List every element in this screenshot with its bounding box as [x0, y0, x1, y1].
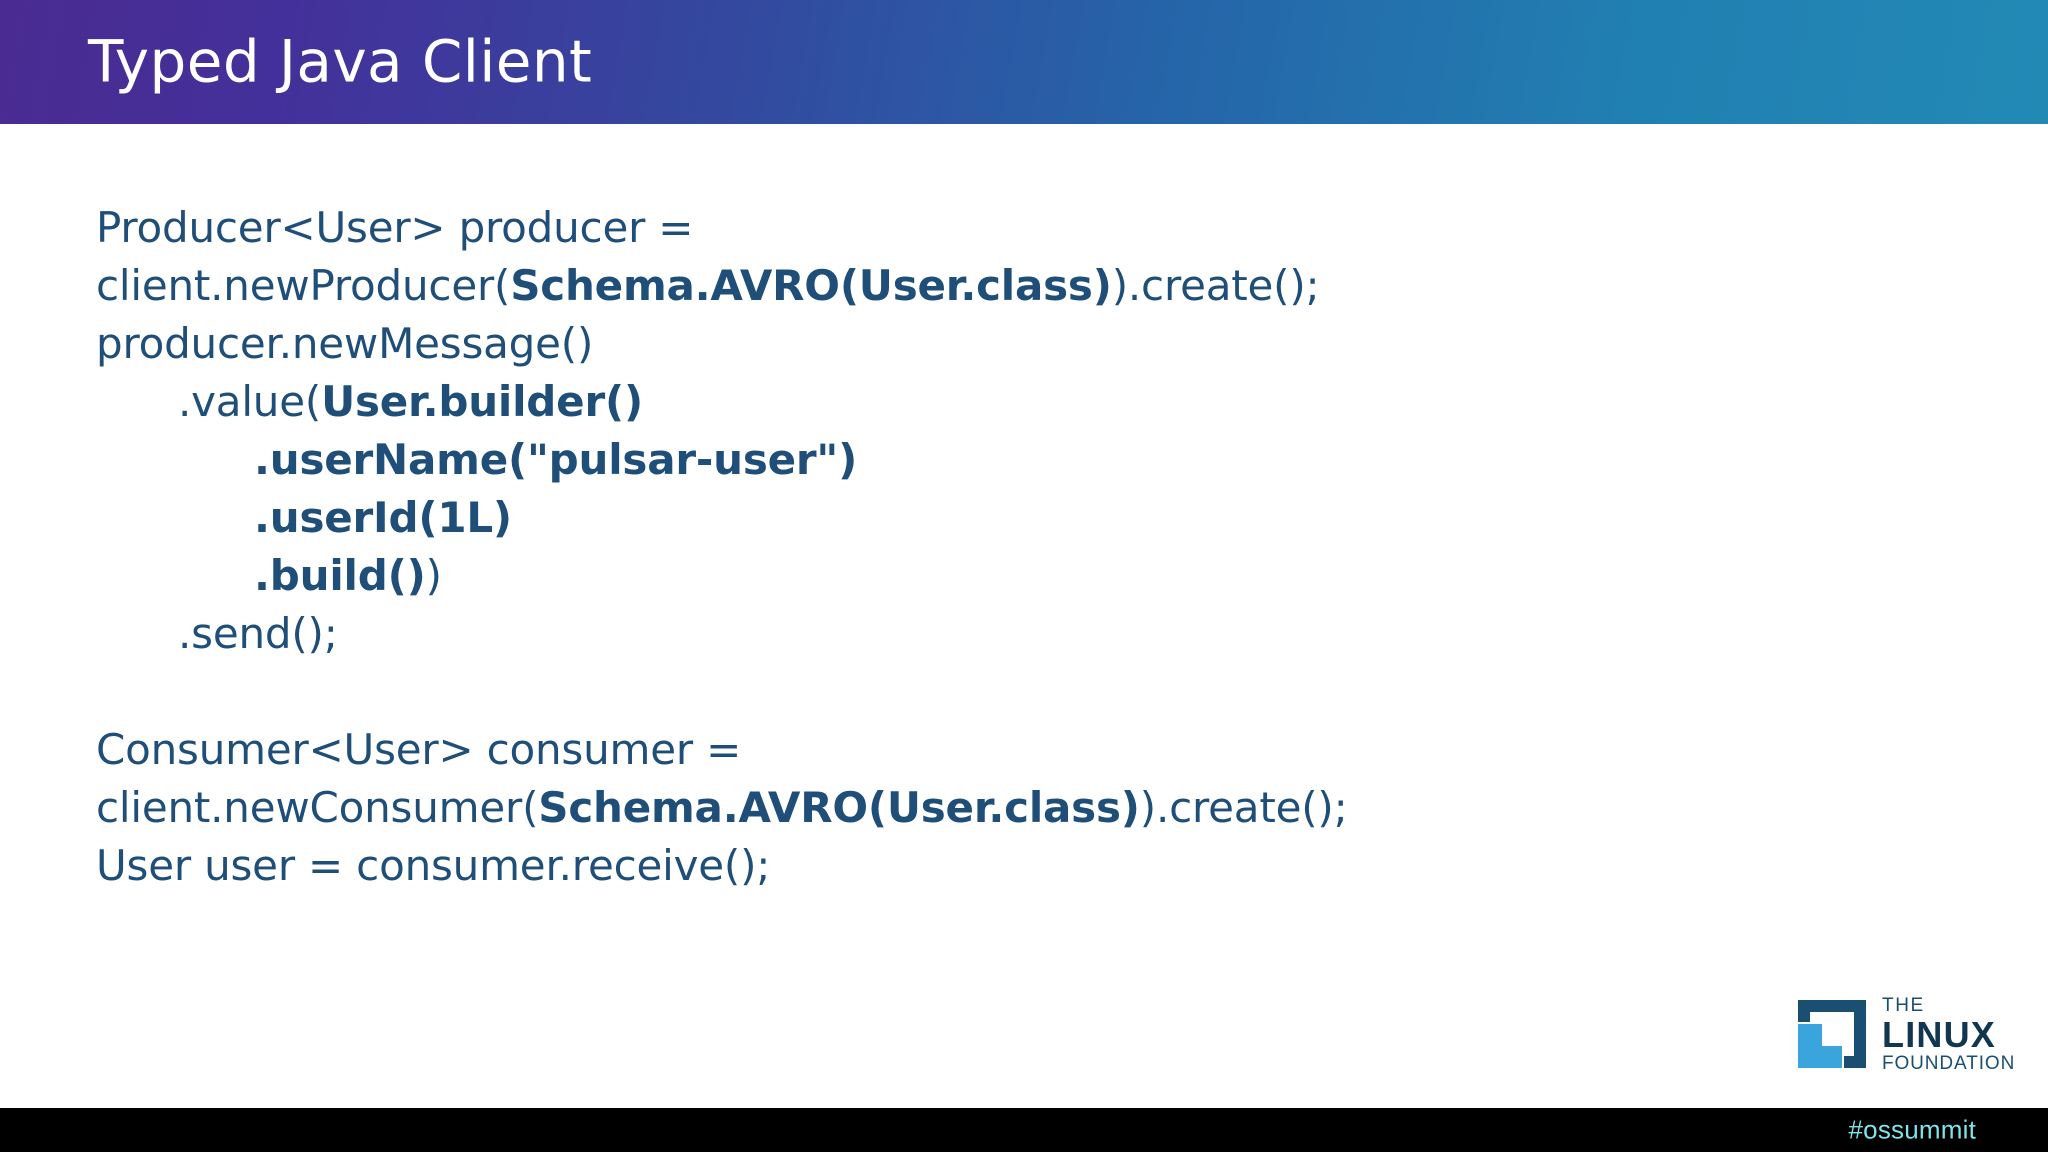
line-value-builder: .value(User.builder()	[96, 373, 1736, 431]
line-userid: .userId(1L)	[96, 489, 1736, 547]
logo-word-linux: LINUX	[1882, 1013, 1996, 1055]
code-segment-bold: .userName("pulsar-user")	[254, 435, 858, 484]
event-hashtag: #ossummit	[1848, 1114, 1976, 1145]
code-segment: Producer<User> producer = client.newProd…	[96, 203, 707, 310]
code-segment: Consumer<User> consumer = client.newCons…	[96, 725, 755, 832]
code-segment: ).create();	[1139, 783, 1348, 832]
line-consumer-decl: Consumer<User> consumer = client.newCons…	[96, 721, 1736, 837]
code-segment: producer.newMessage()	[96, 319, 594, 368]
logo-word-foundation: FOUNDATION	[1882, 1052, 2016, 1074]
linux-foundation-mark-icon	[1798, 1000, 1866, 1068]
code-segment-bold: Schema.AVRO(User.class)	[510, 261, 1112, 310]
line-build: .build())	[96, 547, 1736, 605]
code-segment: ).create();	[1111, 261, 1320, 310]
code-segment: .send();	[178, 609, 338, 658]
code-listing: Producer<User> producer = client.newProd…	[96, 199, 1736, 895]
line-username: .userName("pulsar-user")	[96, 431, 1736, 489]
code-segment-bold: User.builder()	[321, 377, 643, 426]
code-segment-bold: Schema.AVRO(User.class)	[538, 783, 1140, 832]
slide-body: Producer<User> producer = client.newProd…	[0, 124, 2048, 1152]
code-segment-bold: .build()	[254, 551, 426, 600]
page-title: Typed Java Client	[88, 27, 593, 96]
logo-word-the: THE	[1882, 994, 1925, 1016]
slide-footer-bar: #ossummit	[0, 1108, 2048, 1152]
slide-header-band: Typed Java Client	[0, 0, 2048, 124]
code-segment: User user = consumer.receive();	[96, 841, 771, 890]
code-segment: )	[425, 551, 442, 600]
line-blank	[96, 663, 1736, 721]
line-send: .send();	[96, 605, 1736, 663]
code-segment-bold: .userId(1L)	[254, 493, 512, 542]
linux-foundation-logo: THE LINUX FOUNDATION	[1796, 996, 2026, 1073]
line-receive: User user = consumer.receive();	[96, 837, 1736, 895]
line-producer-decl: Producer<User> producer = client.newProd…	[96, 199, 1736, 315]
line-new-message: producer.newMessage()	[96, 315, 1736, 373]
linux-foundation-wordmark: THE LINUX FOUNDATION	[1882, 996, 2015, 1073]
code-segment: .value(	[178, 377, 322, 426]
